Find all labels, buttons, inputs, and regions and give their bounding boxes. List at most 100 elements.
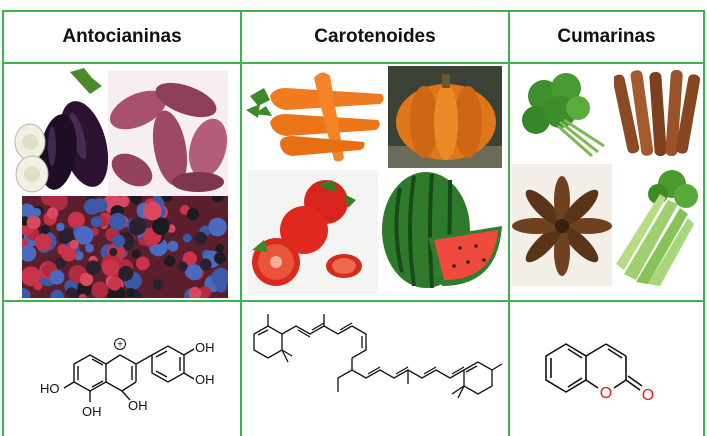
berry-texture [83,198,101,215]
anise-pod [554,228,570,276]
berry-texture [109,247,118,257]
berry-texture [152,217,170,235]
grid-line-top [2,10,705,12]
anise-pod [562,189,599,226]
carrots-image [244,66,386,166]
berry-texture [152,196,161,201]
berry-texture [162,196,172,203]
berry-texture [50,289,64,298]
berry-texture [199,258,212,271]
header-antocianinas: Antocianinas [62,26,182,47]
watermelon-image [380,168,504,296]
berry-texture [108,277,122,291]
berry-texture [79,272,94,287]
berry-texture [74,226,94,245]
berry-texture [67,211,85,229]
berry-texture [135,256,150,271]
berry-texture [41,196,58,206]
berry-texture [194,231,207,245]
berry-texture [214,252,227,265]
grid-line-col1 [240,10,242,436]
coumarin-structure: O O [536,318,696,418]
berry-texture [49,269,65,285]
grid-line-middle [2,300,705,302]
oxonium-charge: + [117,340,123,351]
header-cumarinas: Cumarinas [557,26,656,47]
berry-texture [22,288,31,298]
berry-texture [34,233,52,251]
berry-texture [66,287,77,298]
berry-texture [164,255,176,267]
berry-texture [182,251,197,266]
label-oh-bottom-left: OH [82,404,102,419]
berry-texture [182,233,192,243]
anise-pod [525,226,562,263]
parsley-image [514,66,612,162]
berry-texture [208,217,227,237]
berry-texture [109,212,127,231]
coumarin-carbonyl-oxygen: O [642,387,654,404]
label-oh-right-bottom: OH [195,372,215,387]
berry-texture [152,279,164,291]
berry-texture [167,240,179,252]
berry-texture [215,244,224,253]
grid-line-col2 [508,10,510,436]
coumarin-ring-oxygen: O [600,385,612,402]
berry-texture [216,281,227,293]
berry-texture [85,260,101,276]
label-oh-bottom-right: OH [128,398,148,413]
berry-texture [118,265,134,281]
carotene-structure [244,306,506,428]
anise-pod [525,189,562,226]
berry-texture [56,222,65,232]
berry-texture [22,266,41,287]
tomatoes-image [248,170,378,294]
berry-texture [186,264,203,281]
grid-line-left [2,10,4,436]
anise-pod [512,218,560,234]
berry-texture [26,215,41,230]
anise-pod [564,218,612,234]
anthocyanin-structure: + OH OH HO OH OH [22,330,232,426]
berry-texture [90,216,102,228]
berry-texture [131,249,142,259]
berry-texture [58,228,75,245]
berry-texture [78,293,87,298]
berry-texture [54,257,66,269]
label-ho-left: HO [40,381,60,396]
sweet-potato-image [108,70,228,196]
label-oh-right-top: OH [195,340,215,355]
berry-texture [22,245,37,262]
star-anise-image [512,164,612,286]
berry-texture [126,287,136,297]
berry-texture [188,286,202,298]
berry-texture [130,196,143,205]
berry-texture [85,243,94,253]
anise-pod [562,226,599,263]
berry-texture [101,258,119,277]
celery-image [614,164,702,286]
berry-texture [69,239,79,249]
berry-texture [61,246,77,262]
berry-texture [128,217,147,235]
berry-texture [142,201,162,221]
cinnamon-image [614,66,700,162]
berry-texture [198,286,211,298]
berry-texture [112,234,125,248]
berries-image [22,196,228,298]
berry-texture [46,207,59,219]
pumpkin-image [388,66,502,168]
berry-texture [31,207,42,218]
header-carotenoides: Carotenoides [314,26,436,47]
berry-texture [177,261,188,272]
berry-texture [211,196,224,203]
anise-pod [554,176,570,224]
anise-center [555,219,569,233]
eggplant-image [12,66,112,196]
grid-line-right [703,10,705,436]
berry-texture [186,208,200,221]
berry-texture [40,224,50,235]
berry-texture [91,281,109,298]
grid-line-header [2,62,705,64]
